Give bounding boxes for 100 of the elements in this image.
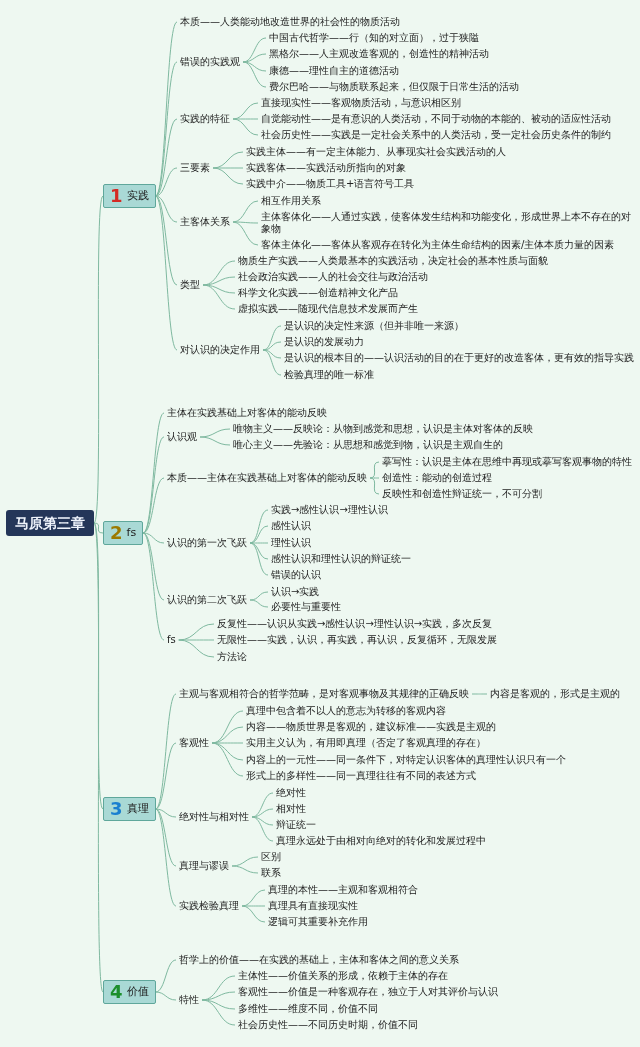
branch-line: [142, 532, 165, 641]
branch-line: [93, 195, 104, 524]
subtopic-text: 真理具有直接现实性: [268, 900, 358, 912]
branch-line: [202, 284, 236, 310]
subtopic-text: 逻辑可其重要补充作用: [268, 916, 368, 928]
subtopic-text: 特性: [179, 994, 199, 1006]
subtopic-text: 是认识的根本目的——认识活动的目的在于更好的改造客体，更有效的指导实践: [284, 352, 634, 364]
subtopic-text: 实用主义认为，有用即真理（否定了客观真理的存在）: [246, 737, 486, 749]
branch-number: 1: [110, 186, 123, 206]
branch-line: [241, 905, 266, 907]
subtopic-text: 理性认识: [271, 537, 311, 549]
branch-line: [262, 341, 282, 351]
branch-line: [155, 991, 177, 1001]
branch-topic-box: [103, 184, 156, 208]
branch-line: [231, 865, 259, 874]
branch-title: 真理: [126, 802, 149, 816]
branch-line: [155, 61, 178, 197]
subtopic-text: 主客体关系: [180, 216, 230, 228]
subtopic-text: 内容是客观的，形式是主观的: [490, 688, 620, 700]
branch-line: [199, 428, 231, 438]
subtopic-text: 形式上的多样性——同一真理往往有不同的表述方式: [246, 770, 476, 782]
subtopic-text: 内容——物质世界是客观的，建议标准——实践是主观的: [246, 721, 496, 733]
subtopic-text: 社会政治实践——人的社会交往与政治活动: [238, 271, 428, 283]
branch-line: [155, 808, 177, 867]
subtopic-text: 真理的本性——主观和客观相符合: [268, 884, 418, 896]
branch-line: [155, 742, 177, 810]
subtopic-text: 摹写性：认识是主体在思维中再现或摹写客观事物的特性: [382, 456, 632, 468]
branch-line: [242, 53, 267, 63]
subtopic-text: 检验真理的唯一标准: [284, 369, 374, 381]
subtopic-text: 实践的特征: [180, 113, 230, 125]
subtopic-text: 物质生产实践——人类最基本的实践活动，决定社会的基本性质与面貌: [238, 255, 548, 267]
subtopic-text: 社会历史性——实践是一定社会关系中的人类活动，受一定社会历史条件的制约: [261, 129, 611, 141]
subtopic-text: 本质——主体在实践基础上对客体的能动反映: [167, 472, 367, 484]
branch-line: [249, 599, 269, 608]
branch-line: [142, 477, 165, 534]
subtopic-text: 自觉能动性——是有意识的人类活动，不同于动物的本能的、被动的适应性活动: [261, 113, 611, 125]
central-topic-box: 马原第三章: [6, 510, 94, 536]
subtopic-text: 主体客体化——人通过实践，使客体发生结构和功能变化，形成世界上本不存在的对象物: [261, 211, 632, 235]
branch-topic-box: [103, 980, 156, 1004]
subtopic-text: 方法论: [217, 651, 247, 663]
branch-line: [249, 591, 269, 601]
subtopic-text: 内容上的一元性——同一条件下，对特定认识客体的真理性认识只有一个: [246, 754, 566, 766]
subtopic-text: 唯心主义——先验论：从思想和感觉到物，认识是主观自生的: [233, 439, 503, 451]
subtopic-text: 科学文化实践——创造精神文化产品: [238, 287, 398, 299]
subtopic-text: 绝对性: [276, 787, 306, 799]
branch-line: [93, 522, 104, 534]
branch-line: [155, 195, 178, 286]
branch-line: [232, 221, 259, 246]
subtopic-text: 认识的第一次飞跃: [167, 537, 247, 549]
subtopic-text: 实践客体——实践活动所指向的对象: [246, 162, 406, 174]
subtopic-text: 三要素: [180, 162, 210, 174]
branch-number: 4: [110, 982, 123, 1002]
branch-line: [155, 195, 178, 351]
subtopic-text: 实践中介——物质工具+语言符号工具: [246, 178, 415, 190]
branch-topic-box: [103, 521, 144, 545]
subtopic-text: 黑格尔——人主观改造客观的，创造性的精神活动: [269, 48, 489, 60]
branch-line: [142, 532, 165, 544]
branch-line: [142, 436, 165, 534]
branch-line: [249, 509, 269, 544]
branch-line: [155, 118, 178, 197]
branch-line: [155, 195, 178, 223]
subtopic-text: 联系: [261, 867, 281, 879]
subtopic-text: 真理永远处于由相对向绝对的转化和发展过程中: [276, 835, 486, 847]
branch-line: [251, 808, 274, 818]
subtopic-text: 必要性与重要性: [271, 601, 341, 613]
branch-line: [155, 808, 177, 907]
subtopic-text: fs: [167, 634, 176, 646]
subtopic-text: 主观与客观相符合的哲学范畴，是对客观事物及其规律的正确反映: [179, 688, 469, 700]
branch-number: 3: [110, 799, 123, 819]
subtopic-text: 主体在实践基础上对客体的能动反映: [167, 407, 327, 419]
branch-line: [178, 639, 215, 641]
subtopic-text: 绝对性与相对性: [179, 811, 249, 823]
subtopic-text: 创造性：能动的创造过程: [382, 472, 492, 484]
branch-line: [232, 118, 259, 136]
subtopic-text: 相对性: [276, 803, 306, 815]
subtopic-text: 客体主体化——客体从客观存在转化为主体生命结构的因素/主体本质力量的因素: [261, 239, 615, 251]
subtopic-text: 客观性: [179, 737, 209, 749]
subtopic-text: 感性认识: [271, 520, 311, 532]
subtopic-text: 感性认识和理性认识的辩证统一: [271, 553, 411, 565]
branch-line: [262, 349, 282, 359]
subtopic-text: 相互作用关系: [261, 195, 321, 207]
subtopic-text: 中国古代哲学——行（知的对立面），过于狭隘: [269, 32, 479, 44]
subtopic-text: 实践→感性认识→理性认识: [271, 504, 388, 516]
subtopic-text: 区别: [261, 851, 281, 863]
branch-title: 价值: [126, 985, 149, 999]
subtopic-text: 本质——人类能动地改造世界的社会性的物质活动: [180, 16, 400, 28]
subtopic-text: 多维性——维度不同，价值不同: [238, 1003, 378, 1015]
subtopic-text: 哲学上的价值——在实践的基础上，主体和客体之间的意义关系: [179, 954, 459, 966]
branch-line: [199, 436, 231, 446]
subtopic-text: 是认识的发展动力: [284, 336, 364, 348]
branch-line: [178, 639, 215, 658]
branch-line: [242, 61, 267, 72]
subtopic-text: 虚拟实践——随现代信息技术发展而产生: [238, 303, 418, 315]
subtopic-text: 错误的实践观: [180, 56, 240, 68]
branch-line: [232, 221, 259, 224]
branch-line: [242, 61, 267, 88]
subtopic-text: 认识观: [167, 431, 197, 443]
branch-line: [93, 522, 104, 810]
branch-title: 实践: [126, 189, 149, 203]
subtopic-text: 直接现实性——客观物质活动，与意识相区别: [261, 97, 461, 109]
